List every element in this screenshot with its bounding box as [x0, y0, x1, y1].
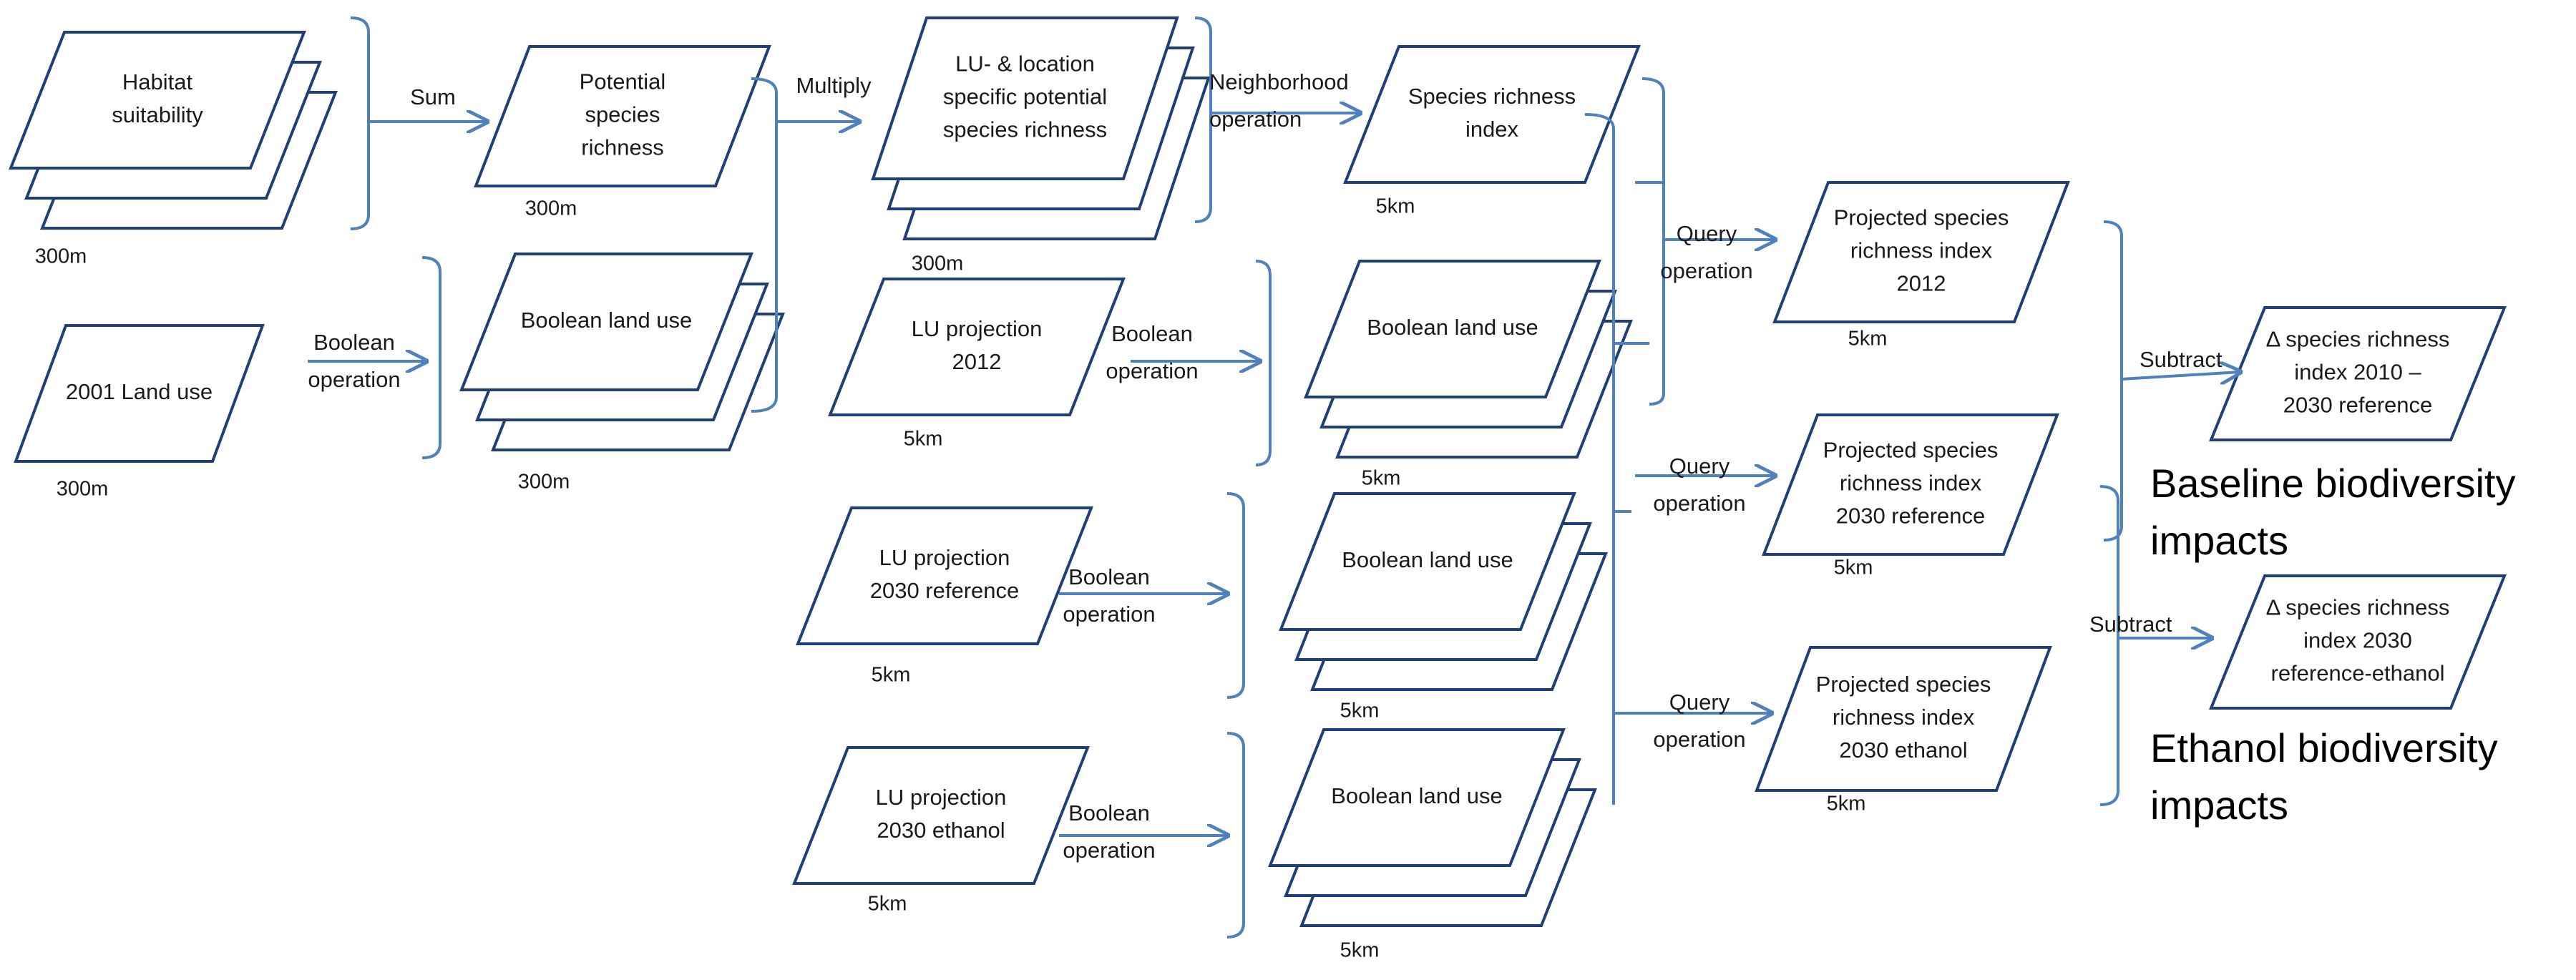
resolution-label-bool1: 300m — [518, 471, 570, 494]
layer-shape-front — [1304, 260, 1601, 398]
node-proj2012 — [1772, 181, 2070, 323]
layer-shape-front — [871, 16, 1179, 180]
layer-shape-front — [474, 45, 771, 187]
resolution-label-lu_location: 300m — [912, 253, 964, 275]
layer-shape-front — [828, 278, 1126, 416]
bracket-connector — [2103, 220, 2123, 542]
layer-shape-front — [14, 324, 265, 463]
resolution-label-proj2012: 5km — [1848, 328, 1888, 351]
node-bool2 — [1304, 260, 1633, 459]
layer-shape-front — [2209, 574, 2507, 710]
operation-label-sum: Sum — [410, 84, 456, 109]
node-sri — [1343, 45, 1641, 184]
node-lu2030eth — [792, 746, 1090, 885]
node-label-bool4: Boolean land use — [1331, 783, 1503, 808]
node-habitat — [9, 31, 338, 230]
bracket-connector — [2099, 485, 2119, 806]
node-land2001 — [14, 324, 265, 463]
node-lu2030ref — [796, 506, 1093, 645]
node-label-land2001: 2001 Land use — [66, 379, 213, 404]
operation-label-multiply: Multiply — [796, 73, 872, 98]
node-label-bool1: Boolean land use — [521, 308, 693, 333]
resolution-label-bool2: 5km — [1362, 467, 1401, 490]
resolution-label-bool4: 5km — [1340, 939, 1380, 962]
node-potential — [474, 45, 771, 187]
bracket-connector — [1614, 181, 1664, 513]
resolution-label-proj2030eth: 5km — [1827, 793, 1866, 815]
node-proj2030ref — [1762, 413, 2059, 556]
layer-shape-front — [1343, 45, 1641, 184]
resolution-label-proj2030ref: 5km — [1834, 557, 1873, 579]
node-proj2030eth — [1755, 646, 2052, 792]
resolution-label-bool3: 5km — [1340, 700, 1380, 722]
layer-shape-front — [792, 746, 1090, 885]
resolution-label-potential: 300m — [525, 197, 577, 220]
node-label-bool2: Boolean land use — [1367, 315, 1538, 340]
bracket-connector — [1194, 16, 1212, 223]
flow-arrow — [2121, 372, 2240, 379]
node-lu_location — [871, 16, 1211, 240]
layer-shape-front — [1762, 413, 2059, 556]
bracket-connector — [350, 16, 370, 230]
bracket-connector — [1255, 260, 1272, 466]
layer-shape-front — [796, 506, 1093, 645]
bracket-connector — [751, 77, 778, 413]
node-label-bool3: Boolean land use — [1342, 547, 1513, 572]
layer-shape-front — [1755, 646, 2052, 792]
layer-shape-front — [1279, 492, 1576, 631]
layer-shape-front — [1772, 181, 2070, 323]
layer-shape-front — [9, 31, 306, 170]
layer-shape-front — [459, 253, 753, 391]
layer-shape-front — [1268, 728, 1566, 867]
layer-shape-front — [2209, 306, 2507, 441]
resolution-label-land2001: 300m — [57, 478, 109, 501]
resolution-label-lu2030eth: 5km — [868, 893, 907, 916]
node-bool4 — [1268, 728, 1597, 927]
bracket-connector — [1641, 77, 1665, 406]
node-bool3 — [1279, 492, 1608, 691]
bracket-connector — [421, 256, 441, 459]
bracket-connector — [1226, 492, 1245, 699]
bracket-connector — [1226, 732, 1245, 939]
node-bool1 — [459, 253, 785, 451]
resolution-label-lu2012: 5km — [904, 428, 943, 451]
resolution-label-lu2030ref: 5km — [872, 664, 911, 687]
bracket-connector — [1584, 113, 1615, 805]
operation-label-subtract1: Subtract — [2140, 347, 2223, 372]
node-lu2012 — [828, 278, 1126, 416]
node-delta1 — [2209, 306, 2507, 441]
node-delta2 — [2209, 574, 2507, 710]
resolution-label-habitat: 300m — [35, 245, 87, 268]
resolution-label-sri: 5km — [1376, 195, 1415, 218]
operation-label-subtract2: Subtract — [2089, 612, 2172, 637]
